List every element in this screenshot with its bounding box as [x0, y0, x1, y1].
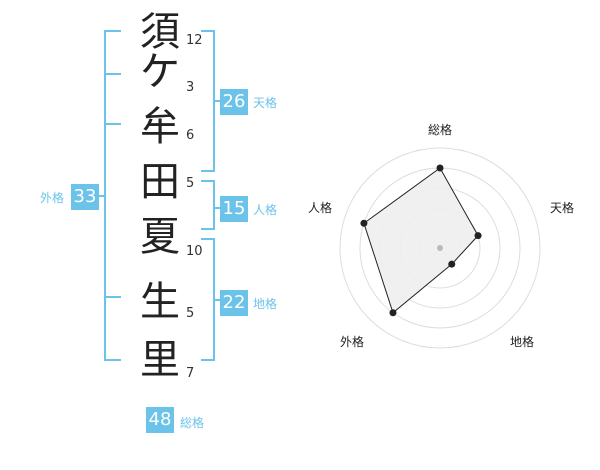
soukaku-score-box: 48: [146, 407, 174, 433]
chikaku-score-box: 22: [220, 290, 248, 316]
tenkaku-label: 天格: [253, 96, 278, 110]
stroke-count-1: 12: [186, 33, 203, 48]
radar-point-1: [436, 164, 444, 172]
jinkaku-label: 人格: [253, 203, 278, 217]
radar-center-point: [437, 245, 443, 251]
kanji-char-2: ケ: [140, 49, 180, 95]
radar-axis-label-3: 地格: [510, 335, 535, 349]
stroke-count-3: 6: [186, 128, 195, 143]
stroke-count-4: 5: [186, 176, 195, 191]
radar-axis-label-2: 天格: [550, 201, 575, 215]
radar-ring-1: [339, 147, 541, 349]
chikaku-label: 地格: [253, 297, 278, 311]
kanji-char-3: 牟: [140, 104, 180, 150]
stroke-count-7: 7: [186, 366, 195, 381]
kanji-char-4: 田: [140, 159, 180, 205]
gaikaku-label: 外格: [40, 191, 65, 205]
kanji-char-7: 里: [140, 337, 180, 383]
stroke-count-2: 3: [186, 80, 195, 95]
tenkaku-score-box: 26: [220, 89, 248, 115]
radar-point-2: [474, 232, 482, 240]
gaikaku-score-box: 33: [71, 184, 99, 210]
stroke-count-6: 5: [186, 306, 195, 321]
radar-point-4: [389, 309, 397, 317]
kanji-char-5: 夏: [140, 214, 180, 260]
soukaku-label: 総格: [180, 416, 205, 430]
kanji-char-1: 須: [140, 9, 180, 55]
jinkaku-score-box: 15: [220, 196, 248, 222]
radar-axis-label-5: 人格: [308, 201, 333, 215]
radar-axis-label-4: 外格: [340, 335, 365, 349]
fortune-radar-chart: [339, 147, 541, 349]
radar-polygon: [363, 167, 479, 314]
kanji-char-6: 生: [140, 279, 180, 325]
radar-point-5: [360, 219, 368, 227]
stroke-count-5: 10: [186, 244, 203, 259]
radar-axis-label-1: 総格: [428, 123, 453, 137]
radar-point-3: [448, 260, 456, 268]
